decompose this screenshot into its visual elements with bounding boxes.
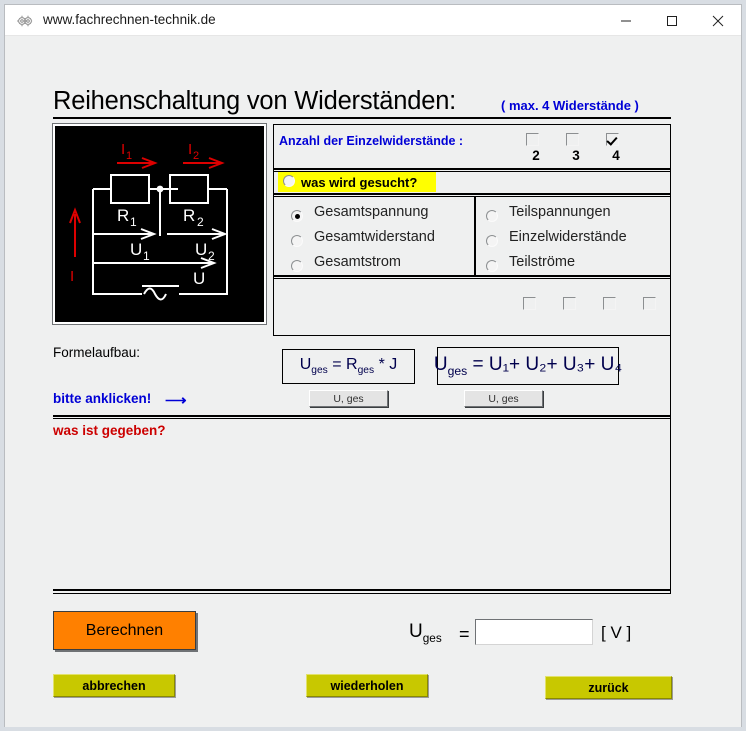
label-u2: U — [195, 240, 207, 259]
cancel-button[interactable]: abbrechen — [53, 674, 175, 697]
svg-text:1: 1 — [126, 150, 132, 162]
formula-box-sum[interactable]: Uges = U₁+ U₂+ U₃+ U₄ — [433, 347, 623, 385]
label-teilspannungen: Teilspannungen — [509, 204, 611, 220]
result-checkbox-2[interactable] — [563, 297, 576, 310]
count-checkbox-4[interactable] — [606, 133, 619, 146]
close-icon[interactable] — [695, 5, 741, 36]
formula-ohm-text: Uges = Rges * J — [299, 356, 398, 377]
options-column-divider — [474, 197, 476, 275]
divider-bottom-2 — [53, 593, 671, 594]
divider-right — [670, 124, 671, 593]
divider-mid-1 — [53, 415, 671, 417]
divider-mid-2 — [53, 418, 671, 419]
arrow-right-icon: ⟶ — [165, 392, 187, 409]
svg-text:1: 1 — [130, 215, 137, 229]
page-content: Reihenschaltung von Widerständen: ( max.… — [5, 36, 741, 727]
count-checkbox-4-label: 4 — [612, 148, 620, 163]
divider-c — [274, 193, 670, 195]
divider-bottom-1 — [53, 589, 671, 591]
radio-gesamtstrom[interactable] — [291, 260, 303, 272]
radio-gesamtwiderstand[interactable] — [291, 235, 303, 247]
calculate-button[interactable]: Berechnen — [53, 611, 196, 650]
gesucht-label: was wird gesucht? — [301, 175, 418, 190]
radio-einzelwiderstaende[interactable] — [486, 235, 498, 247]
result-checkbox-4[interactable] — [643, 297, 656, 310]
formula-sum-button[interactable]: U, ges — [464, 390, 543, 407]
radio-teilspannungen[interactable] — [486, 210, 498, 222]
svg-text:2: 2 — [193, 150, 199, 162]
svg-text:1: 1 — [143, 249, 150, 263]
result-checkbox-1[interactable] — [523, 297, 536, 310]
count-checkbox-2[interactable] — [526, 133, 539, 146]
window-title: www.fachrechnen-technik.de — [43, 12, 216, 27]
count-checkbox-3-label: 3 — [572, 148, 580, 163]
svg-text:2: 2 — [197, 215, 204, 229]
result-unit: [ V ] — [601, 623, 632, 642]
circuit-diagram: I 1 I 2 I R 1 R 2 U 1 U 2 U — [52, 123, 267, 325]
label-gesamtwiderstand: Gesamtwiderstand — [314, 229, 435, 245]
result-checkbox-3[interactable] — [603, 297, 616, 310]
radio-teilstroeme[interactable] — [486, 260, 498, 272]
divider-f — [274, 278, 670, 279]
label-r1: R — [117, 206, 129, 225]
gesucht-highlight — [278, 172, 436, 192]
result-equals: = — [459, 624, 470, 644]
divider-b — [274, 171, 670, 172]
page-title: Reihenschaltung von Widerständen: — [53, 87, 457, 115]
formula-sum-text: Uges = U₁+ U₂+ U₃+ U₄ — [433, 354, 623, 378]
label-r2: R — [183, 206, 195, 225]
formula-box-ohm[interactable]: Uges = Rges * J — [282, 349, 415, 384]
svg-text:2: 2 — [208, 249, 215, 263]
formula-ohm-button[interactable]: U, ges — [309, 390, 388, 407]
result-symbol: Uges — [409, 621, 442, 645]
formula-section-label: Formelaufbau: — [53, 345, 141, 360]
click-hint-label: bitte anklicken! — [53, 391, 152, 406]
count-checkbox-3[interactable] — [566, 133, 579, 146]
title-bar: www.fachrechnen-technik.de — [5, 5, 741, 36]
count-checkbox-2-label: 2 — [532, 148, 540, 163]
label-i1: I — [121, 141, 125, 158]
max-resistors-note: ( max. 4 Widerstände ) — [501, 98, 639, 113]
gesucht-radio[interactable] — [283, 175, 295, 187]
minimize-icon[interactable] — [603, 5, 649, 36]
divider-a — [274, 168, 670, 170]
control-panel: Anzahl der Einzelwiderstände : 2 3 4 was… — [273, 124, 671, 336]
count-label: Anzahl der Einzelwiderstände : — [279, 134, 464, 148]
divider-top — [53, 117, 671, 119]
label-einzelwiderstaende: Einzelwiderstände — [509, 229, 627, 245]
gesucht-row[interactable]: was wird gesucht? — [274, 172, 670, 192]
label-u1: U — [130, 240, 142, 259]
gears-icon — [17, 14, 33, 28]
result-input[interactable] — [475, 619, 593, 645]
back-button[interactable]: zurück — [545, 676, 672, 699]
label-i2: I — [188, 141, 192, 158]
label-gesamtspannung: Gesamtspannung — [314, 204, 429, 220]
divider-d — [274, 196, 670, 197]
given-label: was ist gegeben? — [53, 423, 166, 438]
application-window: www.fachrechnen-technik.de Reihenschaltu… — [4, 4, 742, 727]
label-i-total: I — [70, 268, 74, 285]
label-u: U — [193, 269, 205, 288]
divider-e — [274, 275, 670, 277]
label-gesamtstrom: Gesamtstrom — [314, 254, 402, 270]
repeat-button[interactable]: wiederholen — [306, 674, 428, 697]
maximize-icon[interactable] — [649, 5, 695, 36]
radio-gesamtspannung[interactable] — [291, 210, 303, 222]
label-teilstroeme: Teilströme — [509, 254, 576, 270]
